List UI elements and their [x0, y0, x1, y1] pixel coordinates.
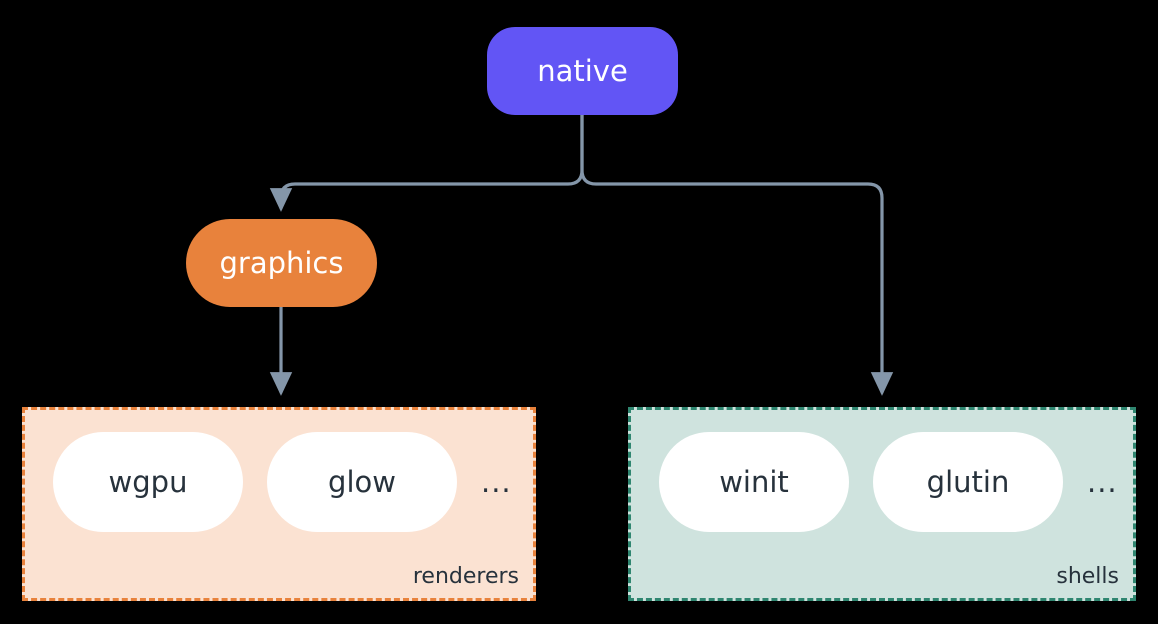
- node-graphics-label: graphics: [219, 245, 344, 280]
- edge-native-to-graphics: [269, 113, 584, 212]
- leaf-glutin[interactable]: glutin: [873, 432, 1063, 532]
- cluster-shells-label: shells: [1056, 564, 1119, 589]
- node-native-label: native: [537, 53, 628, 88]
- leaf-wgpu[interactable]: wgpu: [53, 432, 243, 532]
- shells-more-ellipsis: ...: [1087, 464, 1118, 499]
- node-graphics[interactable]: graphics: [186, 219, 377, 307]
- cluster-shells[interactable]: winit glutin ... shells: [628, 407, 1136, 601]
- leaf-wgpu-label: wgpu: [108, 464, 188, 499]
- cluster-renderers[interactable]: wgpu glow ... renderers: [22, 407, 536, 601]
- node-native[interactable]: native: [487, 27, 678, 115]
- leaf-glow-label: glow: [328, 464, 396, 499]
- cluster-shells-items: winit glutin ...: [631, 432, 1133, 532]
- leaf-winit[interactable]: winit: [659, 432, 849, 532]
- cluster-renderers-label: renderers: [412, 564, 519, 589]
- edge-native-to-shells: [580, 113, 894, 396]
- leaf-winit-label: winit: [719, 464, 789, 499]
- cluster-renderers-items: wgpu glow ...: [25, 432, 533, 532]
- renderers-more-ellipsis: ...: [481, 464, 512, 499]
- leaf-glutin-label: glutin: [926, 464, 1010, 499]
- leaf-glow[interactable]: glow: [267, 432, 457, 532]
